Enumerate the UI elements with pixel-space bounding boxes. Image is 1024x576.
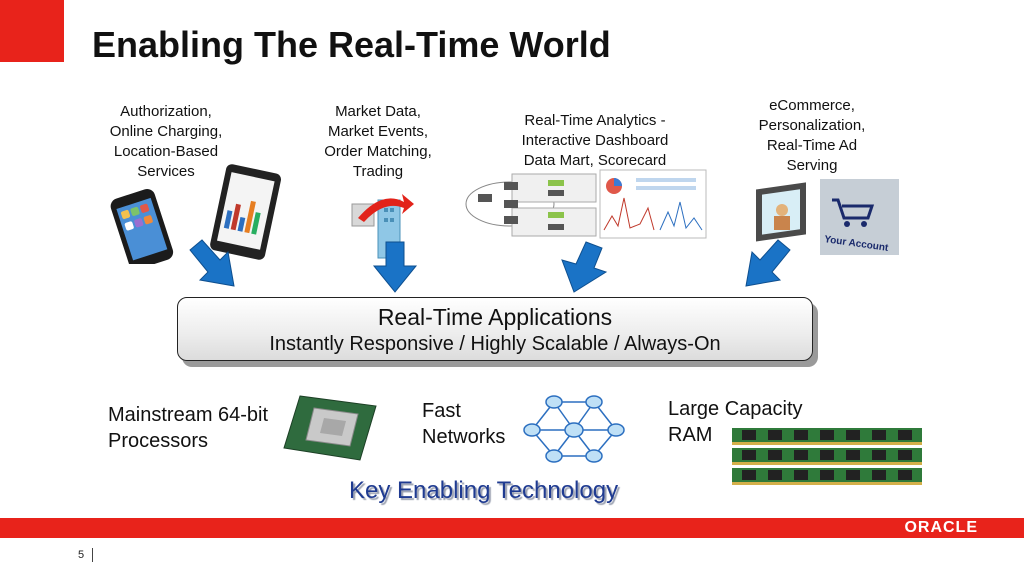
ram-modules-image <box>732 428 922 485</box>
use-case-line: Real-Time Analytics - <box>524 112 666 129</box>
tech-processors: Mainstream 64-bit Processors <box>108 402 298 454</box>
mobile-phones-image <box>110 164 282 264</box>
footer-red-bar <box>0 518 1024 538</box>
use-case-line: Personalization, <box>758 117 866 134</box>
real-time-applications-box: Real-Time Applications Instantly Respons… <box>177 297 813 361</box>
applications-title: Real-Time Applications <box>377 304 613 330</box>
use-case-line: Authorization, <box>120 103 212 120</box>
use-case-analytics: Real-Time Analytics - Interactive Dashbo… <box>506 111 684 171</box>
use-case-line: Location-Based <box>113 143 219 160</box>
use-case-line: Market Events, <box>327 123 429 140</box>
applications-subtitle: Instantly Responsive / Highly Scalable /… <box>269 333 721 355</box>
key-enabling-technology-label: Key Enabling Technology <box>349 477 619 504</box>
use-case-line: Interactive Dashboard <box>521 132 669 149</box>
tech-line: RAM <box>668 424 713 446</box>
tech-line: Fast <box>422 400 461 422</box>
arrow-down-icon <box>372 241 418 293</box>
use-case-line: Serving <box>786 157 838 174</box>
use-case-ecommerce: eCommerce, Personalization, Real-Time Ad… <box>745 96 879 176</box>
tech-line: Processors <box>108 430 209 452</box>
oracle-logo: ORACLE <box>904 519 978 536</box>
use-case-line: Market Data, <box>335 103 421 120</box>
dashboard-image <box>465 169 707 239</box>
network-graph-image <box>523 395 625 463</box>
page-number: 5 <box>78 549 85 561</box>
ecommerce-image: Your Account <box>756 179 899 255</box>
tech-networks: Fast Networks <box>422 398 522 450</box>
use-case-line: eCommerce, <box>769 97 855 114</box>
processor-chip-image <box>283 395 377 461</box>
use-case-authorization: Authorization, Online Charging, Location… <box>96 102 236 182</box>
tech-line: Large Capacity <box>668 398 803 420</box>
use-case-line: Data Mart, Scorecard <box>523 152 667 169</box>
tech-ram: Large Capacity RAM <box>668 396 828 448</box>
use-case-line: Online Charging, <box>109 123 223 140</box>
arrow-down-icon <box>561 241 608 293</box>
red-corner-block <box>0 0 64 62</box>
tech-line: Mainstream 64-bit <box>108 404 269 426</box>
arrow-down-icon <box>745 239 791 287</box>
use-case-line: Real-Time Ad <box>766 137 858 154</box>
use-case-line: Trading <box>352 163 404 180</box>
use-case-line: Services <box>137 163 195 180</box>
use-case-market-data: Market Data, Market Events, Order Matchi… <box>312 102 444 182</box>
tech-line: Networks <box>422 426 506 448</box>
use-case-line: Order Matching, <box>324 143 432 160</box>
page-number-separator <box>92 548 93 562</box>
slide-title: Enabling The Real-Time World <box>92 24 611 65</box>
arrow-down-icon <box>189 239 235 287</box>
